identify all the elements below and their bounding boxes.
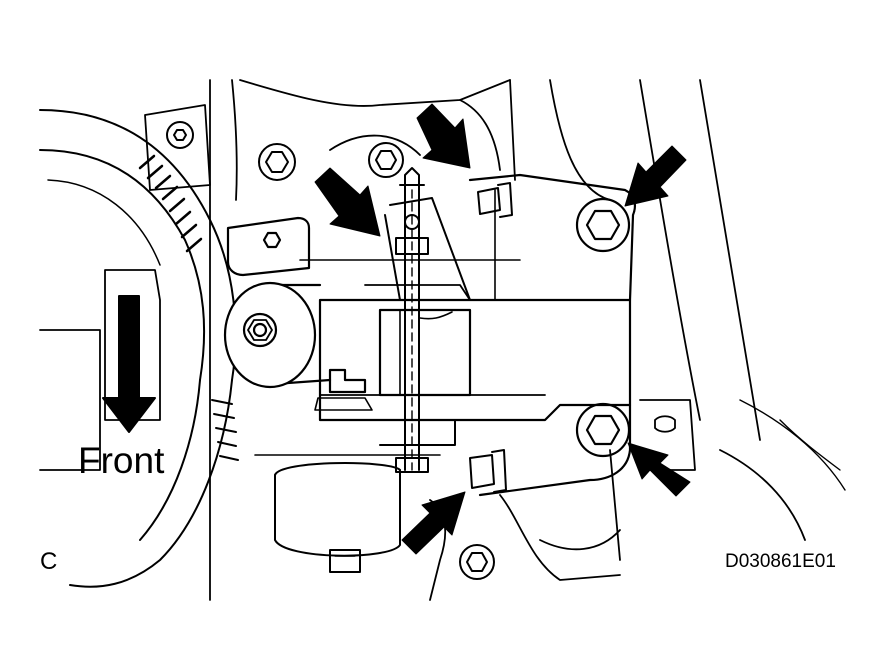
hex-bolt-icon	[368, 142, 404, 178]
left-housing	[39, 79, 238, 601]
callout-arrow-icon	[314, 167, 381, 237]
corner-letter: C	[40, 548, 58, 575]
front-label: Front	[78, 440, 165, 481]
upper-engine-block	[239, 79, 761, 441]
figure-id: D030861E01	[725, 551, 836, 572]
hex-bolt-icon	[477, 182, 513, 218]
hex-bolt-icon	[459, 544, 495, 580]
mount-bracket-plate	[226, 216, 311, 277]
callout-arrow-icon	[416, 103, 471, 169]
lower-mount-drum	[254, 454, 441, 573]
right-mount-bracket	[468, 173, 636, 497]
callout-arrow-icon	[401, 491, 466, 555]
link-bracket	[384, 197, 471, 301]
hex-bolt-icon	[469, 449, 507, 493]
callout-arrow-icon	[627, 442, 691, 497]
lower-engine-structure	[429, 399, 846, 601]
callout-arrow-icon	[624, 145, 687, 207]
mount-cylinder	[223, 281, 332, 389]
front-direction-arrow	[102, 295, 156, 433]
hex-bolt-icon	[166, 121, 194, 149]
through-bolt	[379, 167, 456, 473]
hex-bolt-icon	[575, 402, 631, 458]
hex-bolt-icon	[575, 197, 631, 253]
hex-bolt-icon	[258, 143, 296, 181]
